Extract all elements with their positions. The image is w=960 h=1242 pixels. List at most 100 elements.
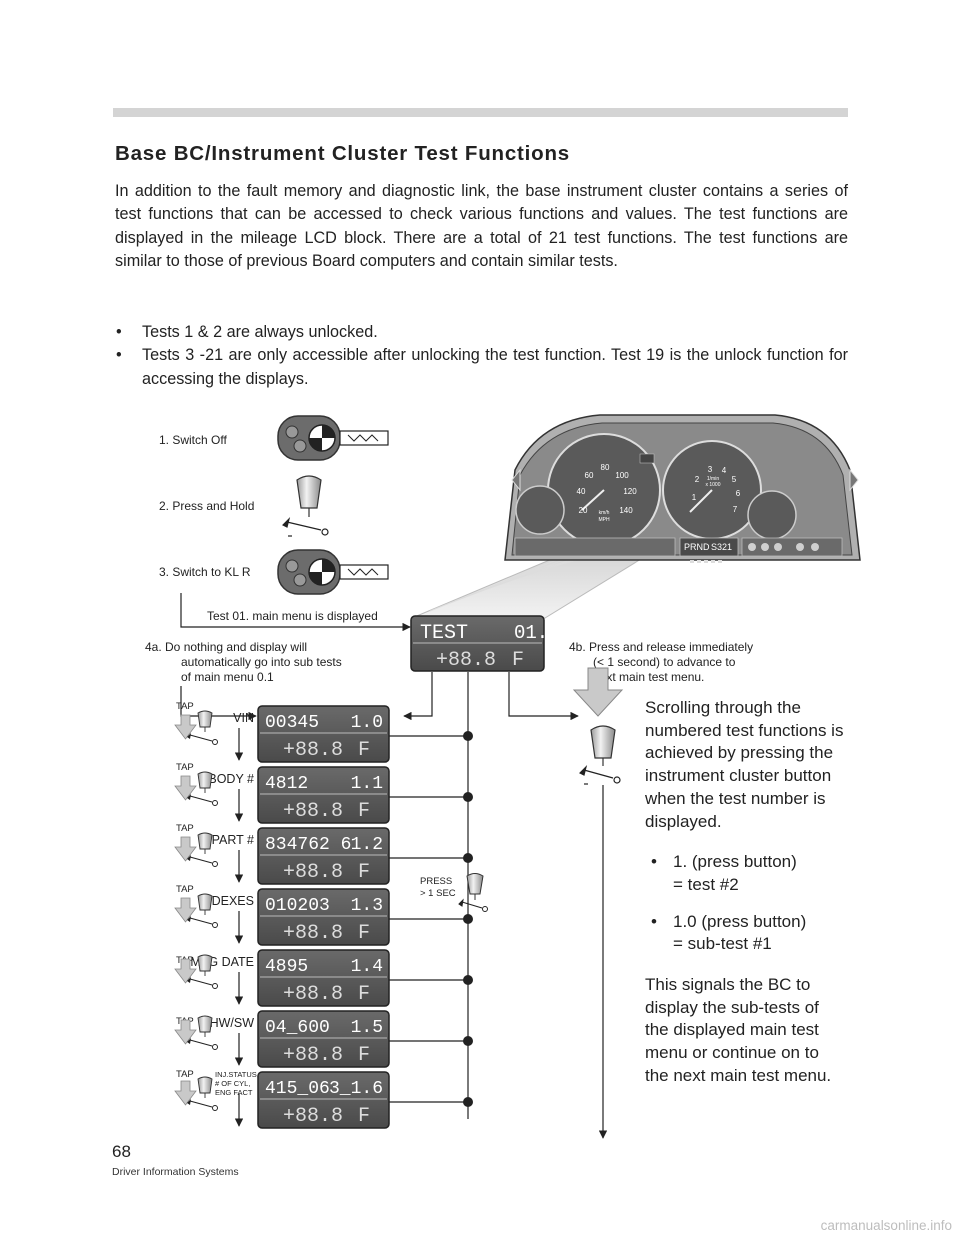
temp-gauge: [747, 490, 797, 540]
speed-tick: 120: [623, 487, 637, 496]
tap-arrow-icon: [174, 1080, 197, 1106]
press-label-line: PRESS: [420, 876, 452, 887]
push-button-icon: [466, 873, 484, 900]
sub-lcd-temp: +88.8: [283, 922, 343, 945]
rpm-unit: 1/min: [707, 476, 719, 482]
sub-lcd-display: [257, 1071, 390, 1129]
sub-lcd-temp: +88.8: [283, 1044, 343, 1067]
press-label-line: > 1 SEC: [420, 888, 456, 899]
sub-lcd-value: 00345: [265, 713, 319, 733]
sub-lcd-value: 010203: [265, 896, 330, 916]
rpm-tick: 5: [732, 475, 737, 484]
switch-contact: [212, 983, 218, 989]
switch-arrow: [187, 977, 191, 983]
sidebar-list: 1. (press button) = test #2 1.0 (press b…: [645, 851, 845, 956]
flow-line: [508, 672, 579, 721]
switch-symbol: [189, 734, 213, 742]
push-button-icon: [197, 710, 213, 728]
push-button-icon: [590, 725, 616, 766]
sub-lcd-unit: F: [358, 1044, 370, 1067]
sub-test-label: VIN: [233, 711, 254, 725]
rpm-unit: x 1000: [705, 482, 720, 488]
switch-contact: [212, 1105, 218, 1111]
sub-lcd-number: 1.4: [351, 957, 383, 977]
tap-label: TAP: [176, 1069, 194, 1080]
switch-arrow: [187, 1099, 191, 1105]
sub-lcd-display: [257, 888, 390, 946]
step-switch-klr: 3. Switch to KL R: [159, 565, 251, 579]
switch-symbol: [189, 795, 213, 803]
watermark: carmanualsonline.info: [820, 1218, 952, 1233]
warning-light-strip: [514, 537, 676, 557]
switch-arrow: [187, 855, 191, 861]
key-icon: [277, 549, 389, 595]
rpm-tick: 1: [692, 493, 697, 502]
flow-line: [403, 672, 433, 721]
sub-lcd-unit: F: [358, 739, 370, 762]
sub-lcd-temp: +88.8: [283, 800, 343, 823]
switch-symbol: [578, 765, 621, 785]
gear-lcd: [679, 537, 739, 557]
intro-paragraph: In addition to the fault memory and diag…: [115, 182, 848, 271]
tap-label: TAP: [176, 762, 194, 773]
sidebar-explanation: Scrolling through the numbered test func…: [645, 697, 845, 1088]
sidebar-list-item: 1. (press button) = test #2: [645, 851, 845, 896]
sub-lcd-unit: F: [358, 922, 370, 945]
switch-arrow: [187, 733, 191, 739]
speed-tick: 100: [615, 471, 629, 480]
switch-symbol: [189, 917, 213, 925]
switch-symbol: [458, 898, 488, 912]
instrument-cluster: 20 40 60 80 100 120 140 1 2 3 4 5 6 7 km…: [504, 414, 861, 563]
sub-lcd-number: 1.2: [351, 835, 383, 855]
sub-lcd-temp: +88.8: [283, 1105, 343, 1128]
sub-test-label: INDEXES: [199, 894, 254, 908]
speed-unit: km/h: [599, 510, 610, 516]
sub-lcd-number: 1.0: [351, 713, 383, 733]
sub-lcd-unit: F: [358, 983, 370, 1006]
bullet-item: Tests 3 -21 are only accessible after un…: [115, 344, 848, 391]
push-button-icon: [197, 771, 213, 789]
step-switch-off: 1. Switch Off: [159, 433, 227, 447]
speed-tick: 40: [577, 487, 586, 496]
note-4b-line: next main test menu.: [593, 670, 704, 684]
push-button-icon: [197, 1015, 213, 1033]
page-title: Base BC/Instrument Cluster Test Function…: [115, 142, 571, 165]
rpm-tick: 7: [733, 505, 738, 514]
sub-lcd-display: [257, 1010, 390, 1068]
advance-arrow-icon: [572, 667, 624, 717]
switch-contact: [212, 1044, 218, 1050]
test01-label: Test 01. main menu is displayed: [207, 609, 378, 623]
sub-lcd-number: 1.5: [351, 1018, 383, 1038]
speed-tick: 20: [579, 506, 588, 515]
switch-symbol: [189, 856, 213, 864]
push-button-icon: [197, 1076, 213, 1094]
switch-contact: [212, 861, 218, 867]
gear-display: PRND: [684, 542, 710, 552]
tap-arrow-icon: [174, 958, 197, 984]
sub-lcd-value: 04_600: [265, 1018, 330, 1038]
main-lcd-temp: +88.8: [436, 649, 496, 672]
sub-lcd-temp: +88.8: [283, 861, 343, 884]
push-button-icon: [197, 832, 213, 850]
note-4a-line: of main menu 0.1: [181, 670, 274, 684]
sub-test-label: HW/SW: [210, 1016, 255, 1030]
sub-lcd-unit: F: [358, 1105, 370, 1128]
main-lcd-display: TEST 01. +88.8 F: [410, 615, 548, 672]
speed-tick: 60: [585, 471, 594, 480]
main-lcd-unit: F: [512, 649, 524, 672]
switch-arrow: [187, 794, 191, 800]
sub-lcd-display: [257, 827, 390, 885]
sub-test-label: BODY #: [208, 772, 254, 786]
speed-unit: MPH: [598, 517, 610, 523]
push-button-icon: [296, 475, 322, 517]
tap-label: TAP: [176, 701, 194, 712]
page-number: 68: [112, 1142, 131, 1161]
tap-label: TAP: [176, 823, 194, 834]
push-button-icon: [197, 893, 213, 911]
key-icon: [277, 415, 389, 461]
flow-line: [180, 593, 411, 632]
main-lcd-number: 01.: [514, 622, 548, 644]
switch-contact: [212, 800, 218, 806]
note-4a: 4a. Do nothing and display will automati…: [145, 640, 345, 684]
